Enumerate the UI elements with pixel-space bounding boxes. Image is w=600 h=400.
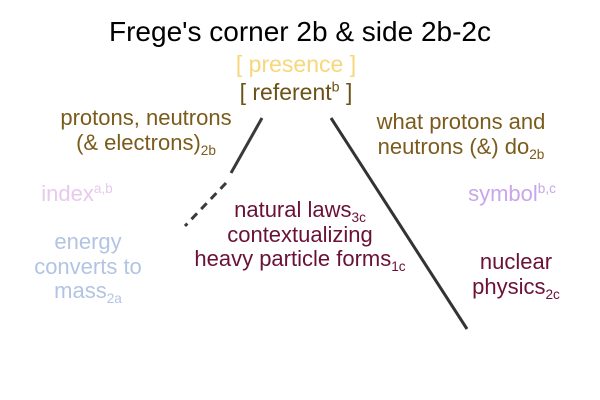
referent-label: [ referentb ] bbox=[0, 79, 592, 106]
nuclear-line-1: nuclear bbox=[479, 249, 553, 274]
energy-line-3: mass2a bbox=[54, 278, 122, 307]
protons-sub: 2b bbox=[200, 142, 216, 158]
natural-line-3: heavy particle forms1c bbox=[194, 246, 406, 275]
energy-sub: 2a bbox=[106, 291, 122, 307]
referent-sup: b bbox=[331, 79, 340, 96]
referent-bracket: ] bbox=[339, 79, 353, 105]
what-line-2: neutrons (&) do2b bbox=[377, 133, 545, 162]
presence-label: [ presence ] bbox=[235, 51, 357, 77]
what-sub: 2b bbox=[529, 146, 545, 162]
natural-line-1: natural laws3c bbox=[234, 197, 366, 225]
protons-label: protons, neutrons (& electrons)2b bbox=[40, 105, 252, 158]
natural-sub-3: 1c bbox=[391, 259, 406, 275]
protons-line-1: protons, neutrons bbox=[60, 105, 232, 130]
protons-line-2: (& electrons)2b bbox=[76, 129, 216, 158]
natural-laws-label: natural laws3c contextualizing heavy par… bbox=[170, 197, 430, 275]
what-line-1: what protons and bbox=[376, 109, 546, 134]
left-dashed-line bbox=[183, 181, 228, 228]
nuclear-physics-label: nuclear physics2c bbox=[452, 249, 580, 302]
nuclear-line-2: physics2c bbox=[472, 273, 560, 302]
left-solid-line bbox=[229, 117, 264, 174]
energy-label: energy converts to mass2a bbox=[8, 229, 168, 307]
right-solid-line bbox=[329, 117, 469, 330]
energy-line-1: energy bbox=[54, 229, 122, 254]
natural-line-2: contextualizing bbox=[227, 221, 373, 247]
diagram-title: Frege's corner 2b & side 2b-2c bbox=[109, 16, 491, 47]
natural-sub-1: 3c bbox=[351, 209, 366, 225]
index-sup: a,b bbox=[93, 180, 113, 196]
referent-text: [ referent bbox=[239, 79, 332, 105]
symbol-label: symbolb,c bbox=[468, 180, 556, 206]
what-protons-do-label: what protons and neutrons (&) do2b bbox=[356, 109, 566, 162]
nuclear-sub: 2c bbox=[545, 286, 560, 302]
energy-line-2: converts to bbox=[34, 253, 142, 279]
index-label: indexa,b bbox=[41, 180, 113, 206]
symbol-sup: b,c bbox=[537, 180, 556, 196]
